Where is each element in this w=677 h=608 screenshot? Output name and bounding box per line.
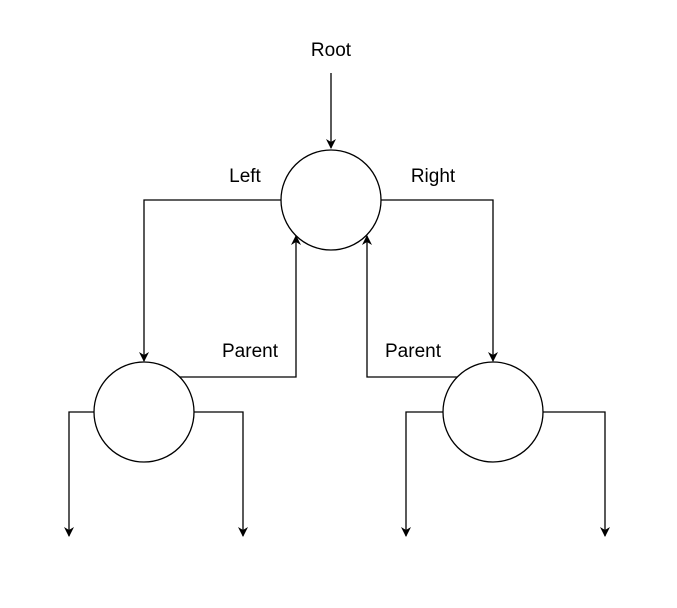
right-left-child-arrow — [401, 411, 443, 537]
parent-label-right: Parent — [385, 341, 442, 362]
right-label: Right — [411, 166, 456, 187]
left-label: Left — [229, 166, 261, 187]
parent-label-left: Parent — [222, 341, 279, 362]
left-left-child-arrow — [64, 411, 94, 537]
root-node — [280, 149, 382, 251]
left-child-arrow — [139, 199, 281, 362]
right-right-child-arrow — [543, 411, 610, 537]
root-label: Root — [311, 40, 352, 61]
right-child-node — [442, 361, 544, 463]
left-parent-arrow — [180, 235, 301, 378]
left-child-node — [93, 361, 195, 463]
left-right-child-arrow — [194, 411, 248, 537]
right-child-arrow — [381, 199, 498, 362]
right-parent-arrow — [362, 235, 458, 378]
